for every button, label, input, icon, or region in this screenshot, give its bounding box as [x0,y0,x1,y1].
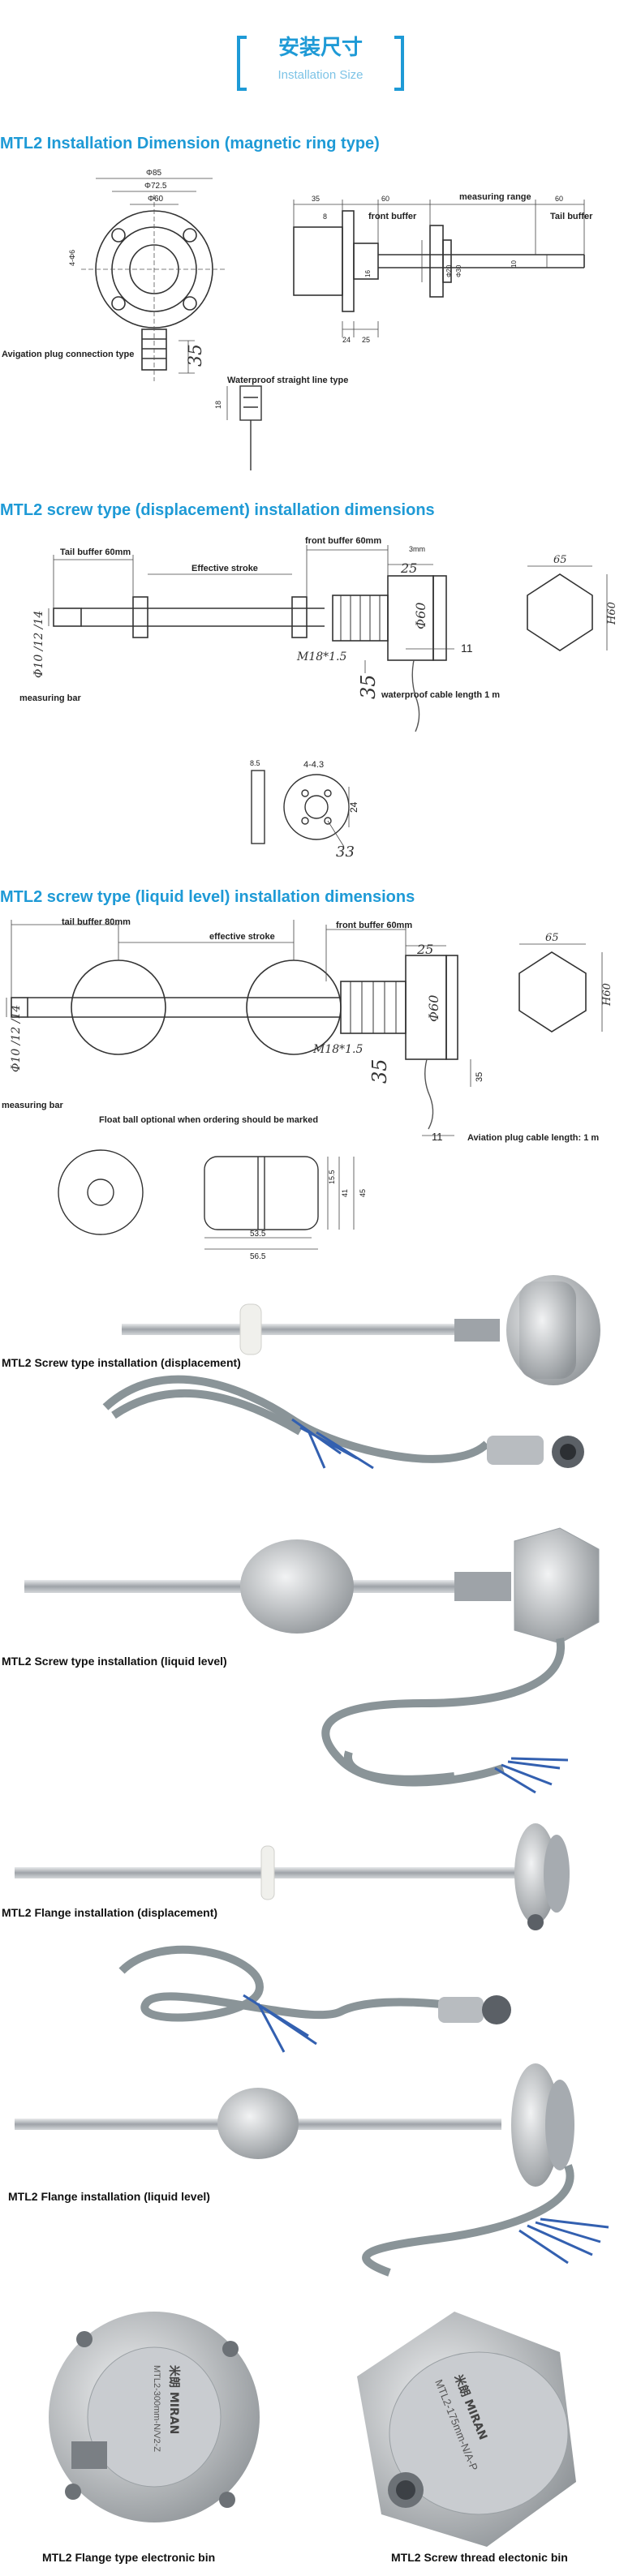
s2-ring-43: 4-4.3 [303,760,324,770]
dim-30: Φ30 [455,264,462,277]
dim-25: 25 [362,336,370,344]
s3-measuring-bar: measuring bar [2,1101,64,1110]
s3-dim-11: 11 [432,1131,443,1143]
flange-front-view-drawing: Φ85 Φ72.5 Φ60 4-Φ6 35 Avigation plug con… [2,169,593,470]
s2-front-buffer: front buffer 60mm [305,536,381,546]
bin1-model: MTL2-300mm-N/V2-Z [152,2365,161,2452]
s3-float-45: 45 [359,1189,367,1197]
dim-8: 8 [323,213,327,221]
header-bracket [237,36,404,91]
dim-35: 35 [186,344,206,367]
s3-dim-35-small: 35 [475,1072,484,1082]
bin1-brand: 米朗 MIRAN [167,2365,181,2434]
s3-tail-buffer: tail buffer 80mm [62,917,131,927]
photo-flange-displacement [15,1823,570,1930]
header-subtitle: Installation Size [277,68,364,82]
caption-flange-bin: MTL2 Flange type electronic bin [42,2551,216,2564]
header: 安装尺寸 Installation Size [235,31,406,96]
s2-rod-diameter: Φ10 /12 /14 [32,611,45,678]
dim-10: 10 [510,260,518,268]
s2-dim-25: 25 [400,560,417,576]
aviation-plug-label: Avigation plug connection type [2,350,134,359]
s2-tail-buffer: Tail buffer 60mm [60,547,131,557]
s2-measuring-bar: measuring bar [19,693,82,703]
dim-18: 18 [214,401,222,409]
screw-liquid-drawing: tail buffer 80mm effective stroke front … [2,917,613,1261]
s3-hex-65: 65 [545,932,559,944]
dim-4-6: 4-Φ6 [68,250,76,266]
dim-20: Φ20 [445,264,453,277]
dim-60-b: 60 [555,195,563,203]
screw-displacement-drawing: Tail buffer 60mm Effective stroke front … [19,536,618,861]
s2-dim-35: 35 [357,674,380,699]
caption-flange-liquid: MTL2 Flange installation (liquid level) [8,2190,210,2203]
section-title-screw-displacement: MTL2 screw type (displacement) installat… [0,501,435,519]
s3-dim-60: Φ60 [426,995,441,1022]
s3-float-41: 41 [341,1189,349,1197]
photo-flange-liquid [15,2063,609,2277]
s3-float-535: 53.5 [250,1230,266,1239]
s3-effective-stroke: effective stroke [209,932,275,942]
caption-flange-displacement: MTL2 Flange installation (displacement) [2,1906,218,1919]
dim-60-a: 60 [381,195,389,203]
dim-16: 16 [364,270,372,277]
s2-dim-60: Φ60 [413,603,428,629]
s2-ring-24: 24 [348,801,359,813]
s3-cable-length: Aviation plug cable length: 1 m [467,1133,599,1143]
dim-85: Φ85 [146,169,162,178]
photo-electronic-bins: 米朗 MIRAN MTL2-300mm-N/V2-Z 米朗 MIRAN MTL2… [49,2312,576,2547]
dim-35-top: 35 [312,195,320,203]
s2-cable-length: waterproof cable length 1 m [381,690,500,700]
s2-hex-shape [527,573,593,651]
s3-front-buffer: front buffer 60mm [336,921,412,930]
s2-3mm: 3mm [409,545,425,553]
s2-ring-85: 8.5 [250,759,260,767]
measuring-range-label: measuring range [459,192,531,202]
tail-buffer-label: Tail buffer [550,212,593,221]
caption-screw-displacement: MTL2 Screw type installation (displaceme… [2,1356,241,1369]
dim-72-5: Φ72.5 [144,182,167,191]
front-buffer-label: front buffer [368,212,417,221]
photo-cable-assembly [118,1945,511,2053]
s3-dim-35: 35 [368,1058,391,1084]
s2-thread: M18*1.5 [296,650,347,663]
caption-screw-liquid: MTL2 Screw type installation (liquid lev… [2,1655,227,1668]
s3-thread: M18*1.5 [312,1043,364,1056]
section-title-screw-liquid: MTL2 screw type (liquid level) installat… [0,888,415,906]
s3-float-565: 56.5 [250,1252,266,1261]
dim-60: Φ60 [148,195,164,204]
s3-float-155: 15.5 [328,1170,336,1184]
s3-hex-shape [518,951,587,1033]
s2-hex-65: 65 [553,554,567,566]
s3-float-note: Float ball optional when ordering should… [99,1115,318,1125]
section-title-magnetic-ring: MTL2 Installation Dimension (magnetic ri… [0,135,380,152]
caption-screw-bin: MTL2 Screw thread electonic bin [391,2551,568,2564]
header-title: 安装尺寸 [277,36,363,60]
photo-screw-liquid [24,1527,600,1794]
s2-effective-stroke: Effective stroke [191,564,258,573]
dim-24: 24 [342,336,351,344]
s2-ring-33: 33 [336,844,355,861]
s2-hex-h60: H60 [606,602,618,625]
waterproof-line-label: Waterproof straight line type [227,376,348,385]
s3-hex-h60: H60 [601,983,613,1007]
photo-screw-displacement [102,1275,600,1470]
s2-dim-11: 11 [461,642,473,655]
s3-rod-diameter: Φ10 /12 /14 [10,1005,23,1072]
s3-dim-25: 25 [416,942,433,957]
